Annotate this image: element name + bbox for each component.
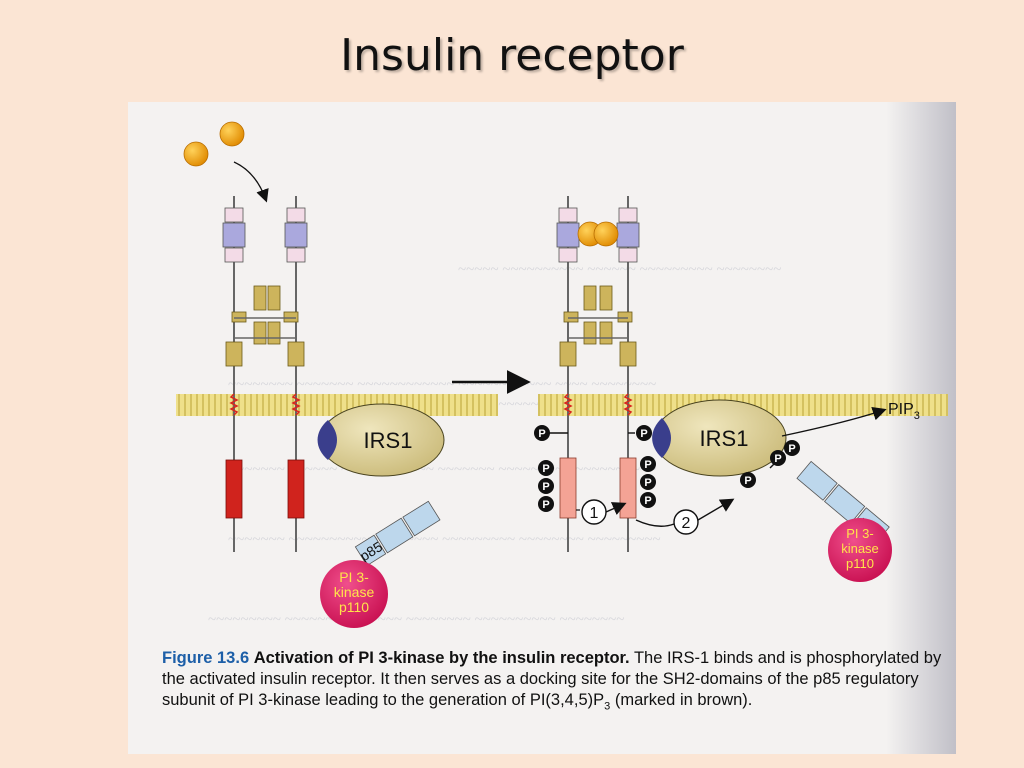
- pi3k-activation-diagram: IRS1 p85 PI 3- kinase p110: [176, 121, 948, 628]
- bleed-through-text: ~~~~~ ~~~~~~~~~~ ~~~~~~ ~~~~~~~~~ ~~~~~~…: [458, 262, 782, 278]
- step-1-marker: 1: [576, 499, 627, 525]
- svg-text:P: P: [788, 443, 795, 455]
- svg-text:P: P: [538, 428, 545, 440]
- slide-title: Insulin receptor: [340, 30, 684, 81]
- caption-text-end: (marked in brown).: [614, 691, 753, 709]
- svg-text:P: P: [644, 459, 651, 471]
- p85-box: [796, 460, 838, 501]
- svg-text:P: P: [744, 475, 751, 487]
- bleed-through-text: ~~~~~~~~ ~~~~~~~ ~~~~~~~~~~~~ ~~~~~~~ ~~…: [228, 377, 657, 393]
- svg-text:2: 2: [682, 515, 691, 532]
- bound-insulin: [593, 221, 619, 247]
- kinase-domain-active: [559, 457, 577, 519]
- p85-label-box: [354, 534, 387, 567]
- insulin-molecule: [183, 141, 209, 167]
- caption-text: The IRS-1 binds and is phosphorylated by…: [162, 649, 942, 709]
- svg-text:P: P: [644, 477, 651, 489]
- kinase-domain-active: [619, 457, 637, 519]
- page-curl-shadow: [886, 102, 956, 754]
- svg-text:P: P: [542, 499, 549, 511]
- receptor-phosphates: P P P P P P P P: [534, 425, 656, 512]
- svg-text:1: 1: [590, 505, 599, 522]
- pi3k-unbound: p85 PI 3- kinase p110: [320, 500, 441, 628]
- irs1-bound-label: IRS1: [700, 426, 749, 451]
- pi3k-bound: p85 PI 3- kinase p110: [796, 460, 892, 582]
- kinase-domain-inactive: [225, 459, 243, 519]
- pip3-arrow: [781, 406, 887, 437]
- insulin-receptor-active: [556, 196, 640, 552]
- binding-arrow: [233, 161, 269, 203]
- insulin-molecule: [219, 121, 245, 147]
- p85-box: [823, 484, 866, 524]
- pi3k-label-line2: kinase: [334, 584, 375, 600]
- free-insulin: [183, 121, 269, 203]
- caption-subscript: 3: [604, 700, 611, 713]
- p110-bound: [828, 518, 892, 582]
- svg-text:kinase: kinase: [841, 541, 879, 556]
- p110-catalytic-subunit: [320, 560, 388, 628]
- irs1-phosphates: P P P: [740, 440, 800, 488]
- p85-box: [402, 500, 441, 537]
- svg-text:P: P: [542, 481, 549, 493]
- insulin-receptor-inactive: [222, 196, 308, 552]
- irs1-unbound: IRS1: [317, 403, 445, 477]
- svg-text:P: P: [644, 495, 651, 507]
- step-2-marker: 2: [635, 498, 735, 535]
- svg-text:P: P: [774, 453, 781, 465]
- kinase-domain-inactive: [287, 459, 305, 519]
- bleed-through-text: ~~~~~~~~~ ~~~~~~~ ~~~~~~~ ~~~~~~~~ ~~~~~…: [208, 612, 625, 628]
- svg-text:P: P: [640, 428, 647, 440]
- irs1-label: IRS1: [364, 428, 413, 453]
- pi3k-label-line3: p110: [339, 599, 369, 615]
- pi3k-label-line1: PI 3-: [339, 569, 369, 585]
- svg-text:P: P: [542, 463, 549, 475]
- irs1-bound: IRS1 PIP3: [652, 399, 920, 477]
- p85-box: [375, 517, 414, 554]
- svg-text:PI 3-: PI 3-: [846, 526, 873, 541]
- plasma-membrane-left: [176, 394, 498, 416]
- figure-number: Figure 13.6: [162, 649, 250, 667]
- figure-title: Activation of PI 3-kinase by the insulin…: [253, 649, 630, 667]
- bleed-through-text: ~~~~~~~ ~~~~~~~~~~~ ~~~~~~~ ~~~~~~~~~ ~~…: [228, 532, 661, 548]
- svg-text:p110: p110: [846, 556, 874, 571]
- figure-panel: ~~~~~ ~~~~~~~~~~ ~~~~~~ ~~~~~~~~~ ~~~~~~…: [128, 102, 956, 754]
- pip3-label: PIP3: [888, 401, 920, 422]
- figure-caption: Figure 13.6 Activation of PI 3-kinase by…: [162, 648, 942, 717]
